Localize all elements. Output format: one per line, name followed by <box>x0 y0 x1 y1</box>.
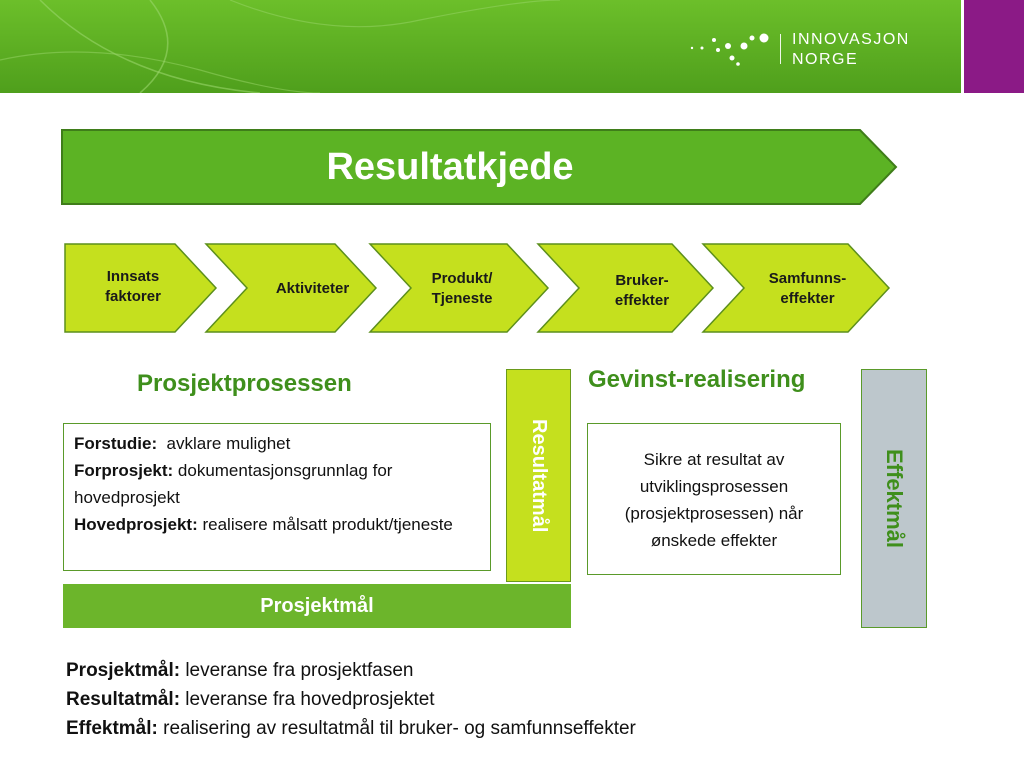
note-prosjektmal-text: leveranse fra prosjektfasen <box>180 660 414 681</box>
innovasjon-norge-logo-dots <box>690 33 769 66</box>
effektmal-bar: Effektmål <box>861 369 927 628</box>
note-resultatmal: Resultatmål: leveranse fra hovedprosjekt… <box>66 685 636 714</box>
title-arrow <box>61 129 898 205</box>
chain-step-1-line2: faktorer <box>105 288 161 305</box>
logo-separator <box>780 34 781 64</box>
chain-step-3: Produkt/ Tjeneste <box>402 264 522 314</box>
phase-forprosjekt-label: Forprosjekt: <box>74 461 174 480</box>
gevinst-text: Sikre at resultat av utviklingsprosessen… <box>624 450 804 550</box>
prosjektmal-bar: Prosjektmål <box>63 584 571 628</box>
chain-step-2-line1: Aktiviteter <box>275 280 350 297</box>
chain-step-4: Bruker- effekter <box>582 266 702 316</box>
logo-line2: NORGE <box>792 51 859 68</box>
logo-wordmark: INNOVASJON NORGE <box>792 30 910 70</box>
chain-step-3-line1: Produkt/ <box>431 270 493 287</box>
gevinst-realisering-title: Gevinst-realisering <box>588 366 806 393</box>
header-banner: INNOVASJON NORGE <box>0 0 1024 93</box>
note-prosjektmal-label: Prosjektmål: <box>66 660 181 681</box>
phase-hovedprosjekt: Hovedprosjekt: realisere målsatt produkt… <box>74 511 490 538</box>
resultatmal-bar: Resultatmål <box>506 369 571 582</box>
chain-step-2: Aktiviteter <box>245 264 380 314</box>
purple-accent-bar <box>961 0 1024 93</box>
chain-step-5-line1: Samfunns- <box>768 270 847 287</box>
effektmal-label: Effektmål <box>882 448 907 549</box>
note-resultatmal-label: Resultatmål: <box>66 689 181 710</box>
note-resultatmal-text: leveranse fra hovedprosjektet <box>180 689 435 710</box>
logo-line1: INNOVASJON <box>792 31 910 48</box>
phase-forstudie: Forstudie: avklare mulighet <box>74 430 490 457</box>
chain-step-4-line1: Bruker- <box>615 272 669 289</box>
chain-step-4-line2: effekter <box>614 292 670 309</box>
chain-step-3-line2: Tjeneste <box>431 290 493 307</box>
gevinst-box: Sikre at resultat av utviklingsprosessen… <box>587 423 841 575</box>
chain-step-5-line2: effekter <box>780 290 835 307</box>
chain-step-1: Innsats faktorer <box>78 262 188 312</box>
note-effektmal-label: Effektmål: <box>66 718 158 739</box>
phase-hovedprosjekt-text: realisere målsatt produkt/tjeneste <box>197 515 453 534</box>
definitions-notes: Prosjektmål: leveranse fra prosjektfasen… <box>66 656 636 743</box>
note-effektmal: Effektmål: realisering av resultatmål ti… <box>66 714 636 743</box>
prosjektprosessen-title: Prosjektprosessen <box>137 370 352 397</box>
chain-step-1-line1: Innsats <box>106 268 160 285</box>
page-title: Resultatkjede <box>326 145 574 188</box>
phase-forprosjekt: Forprosjekt: dokumentasjonsgrunnlag for … <box>74 457 490 511</box>
note-prosjektmal: Prosjektmål: leveranse fra prosjektfasen <box>66 656 636 685</box>
phase-forstudie-text: avklare mulighet <box>157 434 291 453</box>
prosjekt-phases-box: Forstudie: avklare mulighet Forprosjekt:… <box>63 423 491 571</box>
decorative-swirl <box>0 0 561 93</box>
resultatmal-label: Resultatmål <box>528 418 550 533</box>
phase-forstudie-label: Forstudie: <box>74 434 158 453</box>
chain-step-5: Samfunns- effekter <box>745 264 870 314</box>
note-effektmal-text: realisering av resultatmål til bruker- o… <box>157 718 636 739</box>
phase-forprosjekt-text: dokumentasjonsgrunnlag for hovedprosjekt <box>74 461 393 507</box>
phase-hovedprosjekt-label: Hovedprosjekt: <box>74 515 198 534</box>
